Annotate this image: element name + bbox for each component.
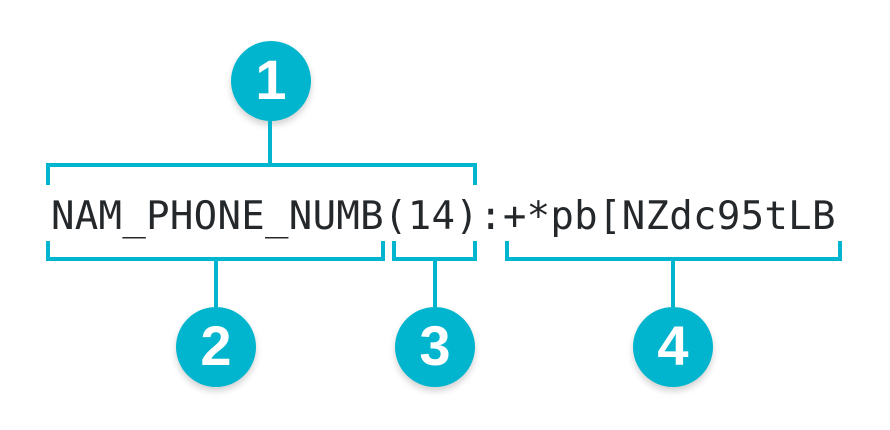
callout-2-number: 2 bbox=[200, 314, 232, 377]
callout-1-badge: 1 bbox=[231, 41, 311, 121]
callout-4-stem bbox=[671, 261, 675, 307]
callout-2-bracket bbox=[46, 241, 385, 261]
callout-2-stem bbox=[214, 261, 218, 307]
callout-1-number: 1 bbox=[255, 48, 287, 111]
callout-3-badge: 3 bbox=[395, 307, 475, 387]
callout-3-number: 3 bbox=[419, 314, 451, 377]
callout-1-stem bbox=[268, 119, 272, 163]
callout-3-bracket bbox=[392, 241, 477, 261]
callout-4-bracket bbox=[505, 241, 842, 261]
callout-3-stem bbox=[433, 261, 437, 307]
callout-1-bracket bbox=[46, 163, 477, 185]
token-text: NAM_PHONE_NUMB(14):+*pb[NZdc95tLB bbox=[51, 194, 836, 239]
callout-2-badge: 2 bbox=[176, 307, 256, 387]
callout-4-badge: 4 bbox=[633, 307, 713, 387]
callout-4-number: 4 bbox=[657, 314, 689, 377]
